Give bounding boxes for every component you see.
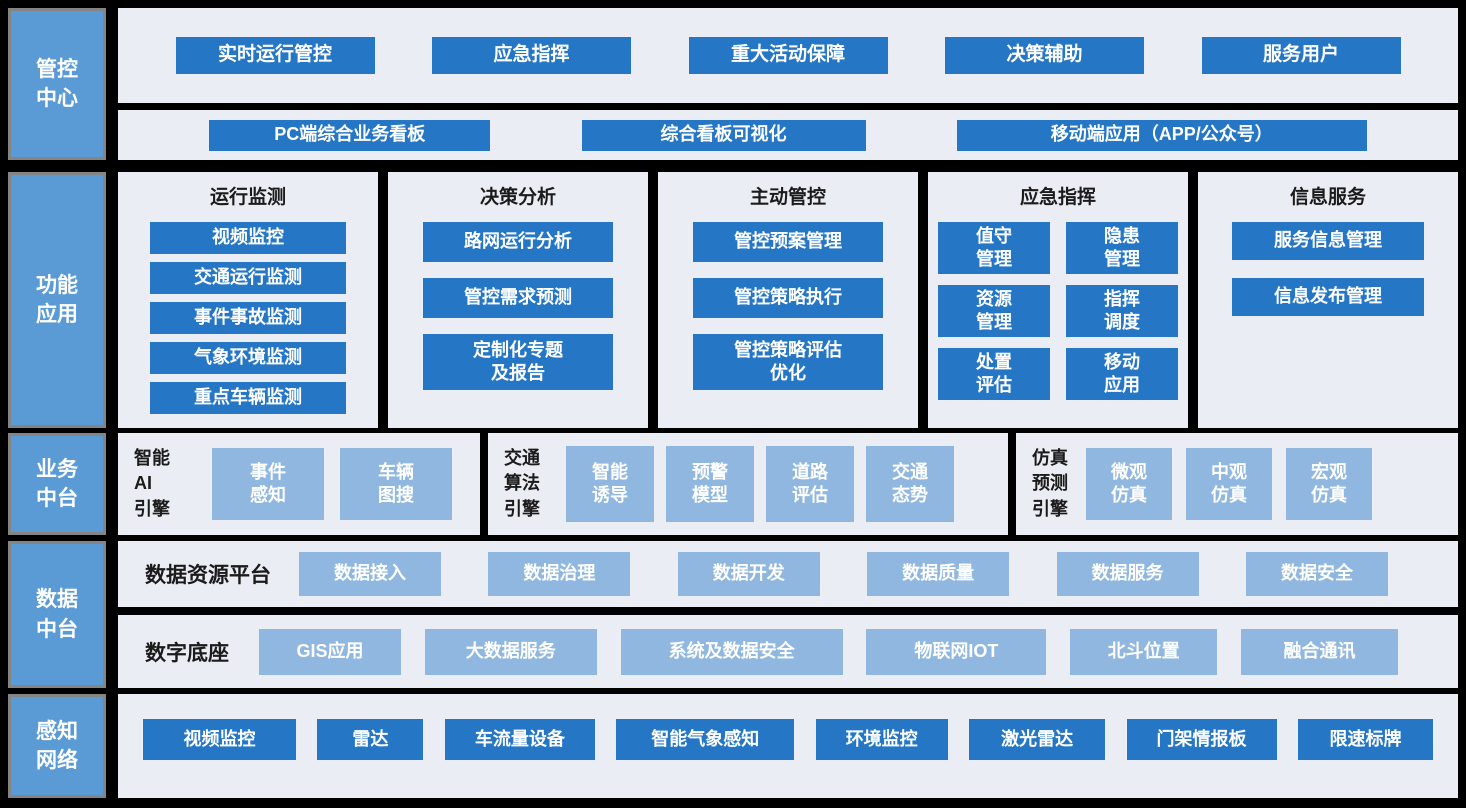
column-title: 运行监测 <box>209 187 286 208</box>
button-custom-reports[interactable]: 定制化专题 及报告 <box>423 334 613 390</box>
button-data-service[interactable]: 数据服务 <box>1056 552 1199 596</box>
button-smart-guidance[interactable]: 智能 诱导 <box>566 446 654 522</box>
button-environment-monitoring[interactable]: 环境监控 <box>815 719 948 760</box>
button-pc-dashboard[interactable]: PC端综合业务看板 <box>209 119 491 151</box>
button-data-development[interactable]: 数据开发 <box>677 552 820 596</box>
button-control-demand-forecast[interactable]: 管控需求预测 <box>423 278 613 318</box>
button-hazard-management[interactable]: 隐患 管理 <box>1066 222 1178 274</box>
button-data-access[interactable]: 数据接入 <box>299 552 441 596</box>
button-control-plan-management[interactable]: 管控预案管理 <box>693 222 883 262</box>
button-control-strategy-evaluation[interactable]: 管控策略评估 优化 <box>693 334 883 390</box>
column-information-service: 信息服务 服务信息管理 信息发布管理 <box>1198 172 1458 428</box>
button-gis-application[interactable]: GIS应用 <box>259 628 401 675</box>
button-service-info-management[interactable]: 服务信息管理 <box>1232 222 1424 260</box>
button-big-data-service[interactable]: 大数据服务 <box>424 628 597 675</box>
sidebar-item-data-platform: 数据 中台 <box>8 541 106 688</box>
button-micro-simulation[interactable]: 微观 仿真 <box>1086 448 1172 520</box>
row-perception-network: 感知 网络 视频监控 雷达 车流量设备 智能气象感知 环境监控 激光雷达 门架情… <box>8 694 1458 798</box>
button-road-network-analysis[interactable]: 路网运行分析 <box>423 222 613 262</box>
button-system-data-security[interactable]: 系统及数据安全 <box>620 628 843 675</box>
button-macro-simulation[interactable]: 宏观 仿真 <box>1286 448 1372 520</box>
data-resource-platform-label: 数据资源平台 <box>145 564 271 587</box>
button-event-perception[interactable]: 事件 感知 <box>212 448 324 520</box>
control-center-top-panel: 实时运行管控 应急指挥 重大活动保障 决策辅助 服务用户 <box>118 8 1458 103</box>
button-data-quality[interactable]: 数据质量 <box>867 552 1010 596</box>
button-video-monitoring[interactable]: 视频监控 <box>150 222 346 254</box>
button-mobile-application[interactable]: 移动 应用 <box>1066 348 1178 400</box>
button-weather-env-monitoring[interactable]: 气象环境监测 <box>150 342 346 374</box>
button-vehicle-image-search[interactable]: 车辆 图搜 <box>340 448 452 520</box>
button-smart-weather-sensing[interactable]: 智能气象感知 <box>616 719 795 760</box>
column-operation-monitoring: 运行监测 视频监控 交通运行监测 事件事故监测 气象环境监测 重点车辆监测 <box>118 172 378 428</box>
button-major-event-support[interactable]: 重大活动保障 <box>688 37 888 74</box>
button-data-security[interactable]: 数据安全 <box>1245 552 1388 596</box>
engine-simulation-forecast: 仿真 预测 引擎 微观 仿真 中观 仿真 宏观 仿真 <box>1016 433 1458 535</box>
control-center-bottom-panel: PC端综合业务看板 综合看板可视化 移动端应用（APP/公众号） <box>118 110 1458 160</box>
button-decision-assist[interactable]: 决策辅助 <box>945 37 1144 74</box>
button-dashboard-visualization[interactable]: 综合看板可视化 <box>581 119 866 151</box>
button-lidar[interactable]: 激光雷达 <box>969 719 1106 760</box>
sidebar-item-control-center: 管控 中心 <box>8 8 106 160</box>
button-info-publish-management[interactable]: 信息发布管理 <box>1232 278 1424 316</box>
button-radar[interactable]: 雷达 <box>317 719 424 760</box>
button-beidou-position[interactable]: 北斗位置 <box>1070 628 1218 675</box>
row-business-platform: 业务 中台 智能 AI 引擎 事件 感知 车辆 图搜 交通 算法 引擎 智能 诱… <box>8 433 1458 535</box>
button-command-dispatch[interactable]: 指挥 调度 <box>1066 285 1178 337</box>
perception-network-panel: 视频监控 雷达 车流量设备 智能气象感知 环境监控 激光雷达 门架情报板 限速标… <box>118 694 1458 798</box>
button-traffic-situation[interactable]: 交通 态势 <box>866 446 954 522</box>
button-iot[interactable]: 物联网IOT <box>866 628 1047 675</box>
engine-label: 仿真 预测 引擎 <box>1032 448 1068 519</box>
data-resource-platform-panel: 数据资源平台 数据接入 数据治理 数据开发 数据质量 数据服务 数据安全 <box>118 541 1458 607</box>
sidebar-item-business-platform: 业务 中台 <box>8 433 106 535</box>
button-traffic-operation-monitoring[interactable]: 交通运行监测 <box>150 262 346 294</box>
engine-label: 交通 算法 引擎 <box>504 448 540 519</box>
sidebar-item-perception-network: 感知 网络 <box>8 694 106 798</box>
engine-traffic-algorithm: 交通 算法 引擎 智能 诱导 预警 模型 道路 评估 交通 态势 <box>488 433 1008 535</box>
button-speed-limit-sign[interactable]: 限速标牌 <box>1297 719 1433 760</box>
column-title: 决策分析 <box>479 187 556 208</box>
button-gantry-info-board[interactable]: 门架情报板 <box>1126 719 1277 760</box>
row-function-apps: 功能 应用 运行监测 视频监控 交通运行监测 事件事故监测 气象环境监测 重点车… <box>8 172 1458 428</box>
button-meso-simulation[interactable]: 中观 仿真 <box>1186 448 1272 520</box>
column-emergency-command: 应急指挥 值守 管理 隐患 管理 资源 管理 指挥 调度 处置 评估 移动 应用 <box>928 172 1188 428</box>
column-active-control: 主动管控 管控预案管理 管控策略执行 管控策略评估 优化 <box>658 172 918 428</box>
button-video-surveillance[interactable]: 视频监控 <box>143 719 296 760</box>
button-data-governance[interactable]: 数据治理 <box>488 552 631 596</box>
button-duty-management[interactable]: 值守 管理 <box>938 222 1050 274</box>
button-service-users[interactable]: 服务用户 <box>1201 37 1401 74</box>
button-mobile-app[interactable]: 移动端应用（APP/公众号） <box>956 119 1367 151</box>
button-incident-accident-monitoring[interactable]: 事件事故监测 <box>150 302 346 334</box>
button-warning-model[interactable]: 预警 模型 <box>666 446 754 522</box>
button-realtime-operation-control[interactable]: 实时运行管控 <box>175 37 375 74</box>
column-title: 主动管控 <box>749 187 826 208</box>
button-traffic-flow-device[interactable]: 车流量设备 <box>444 719 595 760</box>
button-road-evaluation[interactable]: 道路 评估 <box>766 446 854 522</box>
button-key-vehicle-monitoring[interactable]: 重点车辆监测 <box>150 382 346 414</box>
engine-label: 智能 AI 引擎 <box>134 448 170 519</box>
button-disposal-evaluation[interactable]: 处置 评估 <box>938 348 1050 400</box>
row-control-center: 管控 中心 实时运行管控 应急指挥 重大活动保障 决策辅助 服务用户 PC端综合… <box>8 8 1458 160</box>
digital-base-panel: 数字底座 GIS应用 大数据服务 系统及数据安全 物联网IOT 北斗位置 融合通… <box>118 615 1458 688</box>
row-data-platform: 数据 中台 数据资源平台 数据接入 数据治理 数据开发 数据质量 数据服务 数据… <box>8 541 1458 688</box>
column-title: 应急指挥 <box>1019 187 1096 208</box>
button-converged-communication[interactable]: 融合通讯 <box>1240 628 1398 675</box>
column-title: 信息服务 <box>1289 187 1366 208</box>
button-emergency-command[interactable]: 应急指挥 <box>432 37 631 74</box>
engine-ai: 智能 AI 引擎 事件 感知 车辆 图搜 <box>118 433 480 535</box>
button-control-strategy-execution[interactable]: 管控策略执行 <box>693 278 883 318</box>
sidebar-item-function-apps: 功能 应用 <box>8 172 106 428</box>
digital-base-label: 数字底座 <box>145 641 229 665</box>
button-resource-management[interactable]: 资源 管理 <box>938 285 1050 337</box>
column-decision-analysis: 决策分析 路网运行分析 管控需求预测 定制化专题 及报告 <box>388 172 648 428</box>
